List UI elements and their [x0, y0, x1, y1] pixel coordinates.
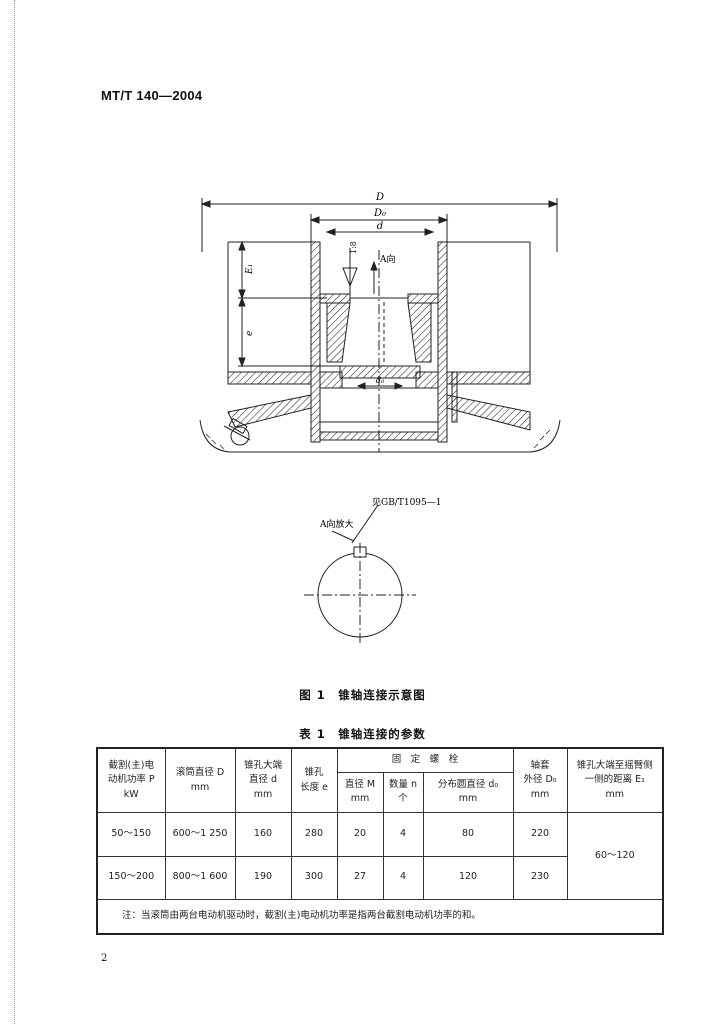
- dim-taper: 1:8: [349, 241, 358, 254]
- standard-code: MT/T 140—2004: [101, 88, 203, 103]
- binding-edge-dots: [14, 0, 15, 1024]
- dim-view-a: A向: [379, 253, 396, 265]
- table-caption: 表 1 锥轴连接的参数: [299, 727, 426, 741]
- dim-E1: E₁: [245, 264, 255, 275]
- keyway-detail: 见GB/T1095—1979 A向放大: [304, 497, 440, 645]
- dim-d: d: [377, 221, 383, 232]
- merged-E1-cell: 60～120: [566, 812, 664, 901]
- figure-caption: 图 1 锥轴连接示意图: [299, 688, 426, 702]
- page-number: 2: [101, 953, 108, 964]
- keyway-label: A向放大: [319, 518, 354, 530]
- dim-D: D: [375, 192, 384, 203]
- header-bolt-group: 固 定 螺 栓: [336, 747, 514, 773]
- dim-d0: d₀: [376, 376, 385, 385]
- dim-D0: D₀: [373, 208, 386, 219]
- dim-e: e: [245, 331, 255, 336]
- cone-shaft-drawing: D D₀ d 1:8 A向 E₁ e d₀: [199, 192, 561, 453]
- keyway-reference: 见GB/T1095—1979: [372, 497, 440, 508]
- table-note: 注：当滚筒由两台电动机驱动时，截割(主)电动机功率是指两台截割电动机功率的和。: [96, 899, 664, 935]
- header-bore-e: 锥孔长度 e: [290, 747, 338, 814]
- table-row: 50～150 600～1 250 160 280 20 4 80 220 60～…: [96, 812, 664, 901]
